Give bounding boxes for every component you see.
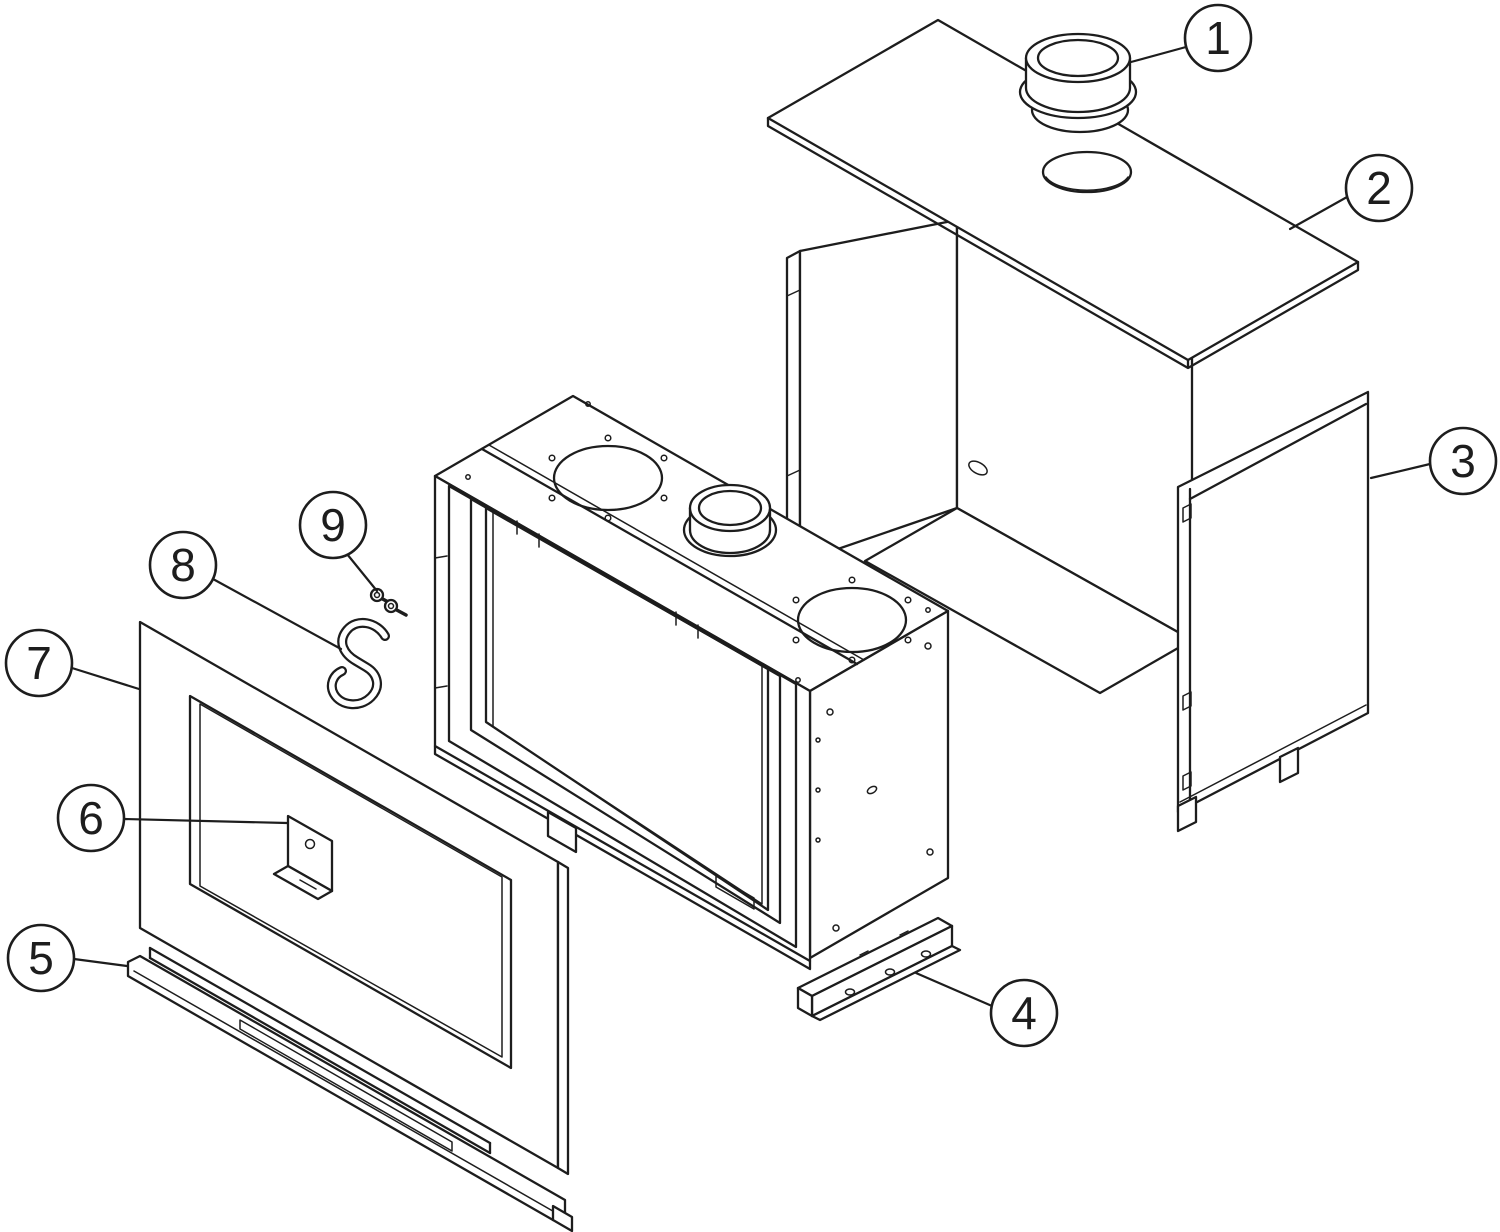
frame-hinge-mark bbox=[434, 685, 448, 689]
right-face-holes bbox=[815, 642, 934, 932]
callout-9-label: 9 bbox=[320, 499, 346, 551]
callout-9-leader bbox=[345, 552, 379, 593]
callout-3-circle bbox=[1428, 426, 1498, 496]
secondary-hole-rim bbox=[1045, 176, 1129, 192]
latch-slot bbox=[299, 879, 317, 890]
fan-opening-right bbox=[796, 586, 908, 654]
callout-8-circle bbox=[148, 530, 218, 600]
handle-core bbox=[329, 620, 388, 707]
callout-4-circle bbox=[989, 978, 1059, 1048]
front-door-panel bbox=[138, 620, 570, 1176]
callout-1-label: 1 bbox=[1205, 12, 1231, 64]
door-window-inner bbox=[199, 703, 503, 1058]
fan-opening-left bbox=[552, 444, 664, 512]
latch-notch bbox=[546, 810, 578, 854]
callout-8-label: 8 bbox=[170, 539, 196, 591]
frame-hinge-mark bbox=[434, 555, 448, 559]
callout-1-circle bbox=[1183, 3, 1253, 73]
callout-7-leader bbox=[70, 666, 141, 691]
door-handle-tool bbox=[326, 617, 390, 710]
firebox-unit bbox=[433, 394, 950, 971]
callout-3-label: 3 bbox=[1450, 435, 1476, 487]
callout-7-label: 7 bbox=[26, 637, 52, 689]
callout-7-circle bbox=[4, 628, 74, 698]
fan-left-bolts bbox=[548, 434, 668, 522]
upper-rail bbox=[148, 946, 492, 1155]
side-panel-slot bbox=[1182, 503, 1192, 523]
top-seam bbox=[488, 444, 865, 661]
callout-5-leader bbox=[72, 957, 129, 968]
callout-3-leader bbox=[1369, 462, 1432, 480]
right-side-panel bbox=[1176, 390, 1370, 833]
callout-9: 9 bbox=[298, 490, 379, 593]
callout-2: 2 bbox=[1288, 153, 1414, 231]
callout-5: 5 bbox=[6, 923, 129, 993]
collar-opening bbox=[1036, 38, 1120, 78]
top-screw-dots bbox=[465, 401, 931, 683]
side-panel-slot bbox=[1182, 771, 1192, 791]
callout-8: 8 bbox=[148, 530, 343, 651]
callout-6: 6 bbox=[56, 783, 289, 853]
rail-end-tab bbox=[551, 1204, 574, 1232]
callout-4: 4 bbox=[914, 971, 1059, 1048]
glass-pane-inner bbox=[492, 511, 763, 905]
door-edge-face bbox=[556, 860, 570, 1176]
callout-1: 1 bbox=[1129, 3, 1253, 73]
callout-4-label: 4 bbox=[1011, 987, 1037, 1039]
callout-1-leader bbox=[1129, 45, 1188, 64]
callout-6-label: 6 bbox=[78, 792, 104, 844]
latch-bracket bbox=[272, 814, 334, 901]
callout-6-circle bbox=[56, 783, 126, 853]
callout-3: 3 bbox=[1369, 426, 1498, 496]
shell-fold-mark bbox=[786, 469, 801, 477]
side-panel-foot bbox=[1176, 795, 1198, 833]
callout-5-circle bbox=[6, 923, 76, 993]
screw-socket bbox=[387, 602, 395, 610]
firebox-flue-stub bbox=[682, 483, 778, 558]
callout-9-circle bbox=[298, 490, 368, 560]
support-bracket bbox=[796, 916, 962, 1022]
callout-2-leader bbox=[1288, 195, 1349, 231]
shell-floor bbox=[863, 506, 1194, 695]
callout-7: 7 bbox=[4, 628, 141, 698]
screw-socket bbox=[373, 591, 381, 599]
secondary-hole bbox=[1041, 150, 1133, 194]
side-panel-bottom-fold bbox=[1179, 704, 1367, 803]
side-panel-foot bbox=[1278, 746, 1300, 784]
side-panel-top-fold bbox=[1188, 402, 1368, 501]
bracket-holes bbox=[844, 930, 932, 996]
screw-head bbox=[369, 587, 385, 603]
bracket-lip bbox=[810, 944, 962, 1022]
fan-right-bolts bbox=[792, 576, 912, 664]
latch-hole bbox=[304, 838, 316, 850]
shell-fold-mark bbox=[786, 289, 801, 297]
firebox-bottom-thickness bbox=[433, 744, 812, 971]
callout-4-leader bbox=[914, 971, 994, 1008]
shell-slot-hole bbox=[968, 460, 988, 476]
screw-head bbox=[383, 598, 399, 614]
shell-left-panel bbox=[798, 218, 959, 564]
bracket-end-flange bbox=[796, 986, 814, 1018]
callout-2-circle bbox=[1344, 153, 1414, 223]
side-panel-slot bbox=[1182, 691, 1192, 711]
bottom-trim-rails bbox=[126, 946, 574, 1232]
flue-collar bbox=[1018, 32, 1138, 120]
rating-badge bbox=[715, 875, 755, 910]
callout-5-label: 5 bbox=[28, 932, 54, 984]
callouts: 1 2 3 4 5 bbox=[4, 3, 1498, 1048]
top-seam bbox=[480, 447, 859, 666]
screws bbox=[369, 587, 408, 617]
top-plate-thickness bbox=[766, 116, 1360, 370]
collar-top-rim bbox=[1024, 32, 1132, 84]
callout-2-label: 2 bbox=[1366, 162, 1392, 214]
rail-slot bbox=[239, 1019, 453, 1152]
side-panel-face bbox=[1176, 390, 1370, 814]
callout-6-leader bbox=[122, 817, 289, 825]
lower-rail bbox=[126, 954, 574, 1232]
callout-8-leader bbox=[211, 577, 343, 651]
